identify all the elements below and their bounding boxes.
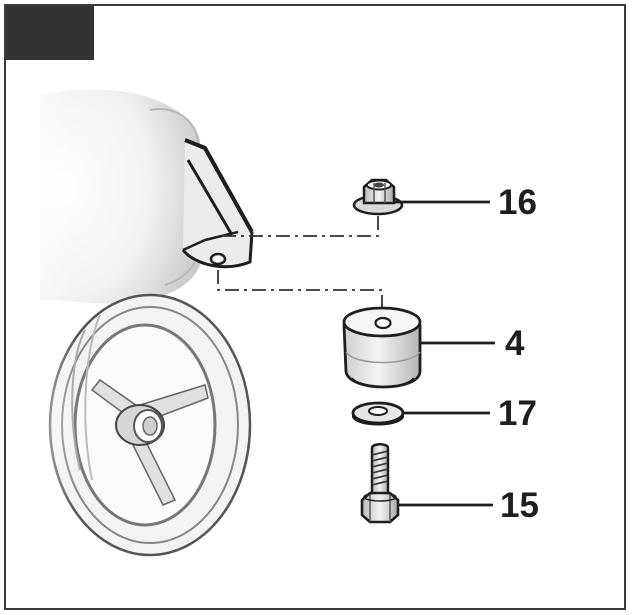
callout-number-16: 16 [498, 183, 537, 222]
mounting-bracket [181, 138, 254, 269]
left-fade [6, 62, 76, 562]
figure-corner-tab [6, 6, 94, 60]
rubber-foot [342, 306, 422, 389]
washer [351, 401, 405, 426]
machine-body [40, 89, 202, 304]
wheel [48, 293, 252, 557]
callout-number-17: 17 [498, 394, 537, 433]
callout-number-4: 4 [505, 324, 525, 363]
bolt [360, 443, 400, 524]
assembly-guide-lines [217, 212, 383, 316]
flange-nut [352, 178, 404, 216]
leader-lines [393, 200, 495, 507]
callout-number-15: 15 [500, 486, 539, 525]
